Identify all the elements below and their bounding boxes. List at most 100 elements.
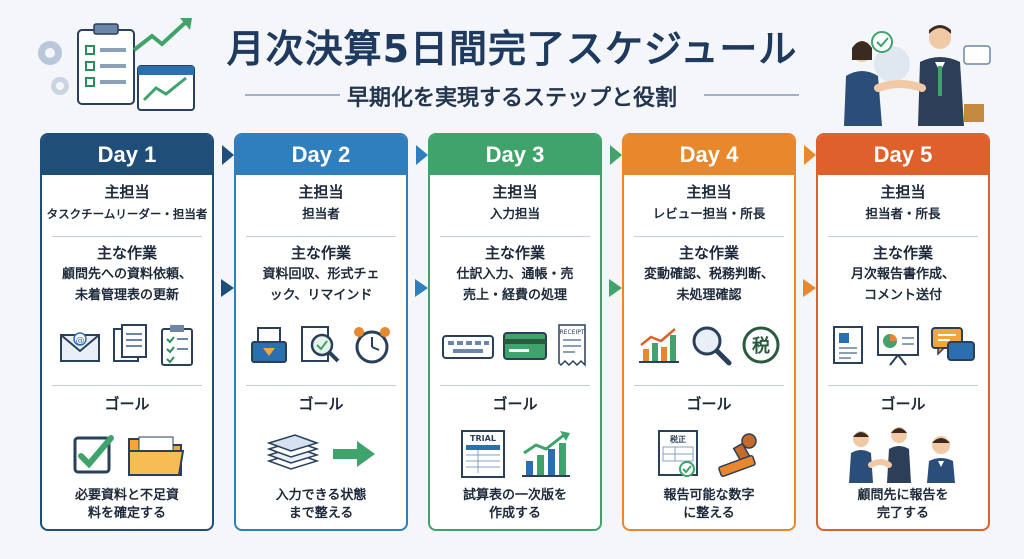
goal-label: ゴール [492,395,538,413]
day-5-header: Day 5 [818,135,988,175]
divider [634,385,784,386]
day-4-owner: レビュー担当・所長 [652,206,766,221]
paper-stack-icon [266,434,320,470]
task-label: 主な作業 [678,244,739,262]
day-2-goal-line-2: まで整える [288,506,354,521]
day-2-goal: 入力できる状態 まで整える [236,487,406,523]
day-5-goal-icons [818,425,988,483]
day-3-header: Day 3 [430,135,600,175]
stamp-icon [718,433,757,478]
day-4-task-line-1: 変動確認、税務判断、 [643,267,774,282]
day-1-task-section: 主な作業 顧問先への資料依頼、 未着管理表の更新 [42,242,212,305]
tax-form-icon: 税正 [658,430,698,477]
checkbox-icon [73,435,114,474]
arrow-right-icon [333,441,375,467]
day-2-owner-section: 主担当 担当者 [236,181,406,223]
day-2-header: Day 2 [236,135,406,175]
subtitle-line-left [245,94,340,96]
day-3-goal-line-2: 作成する [488,506,541,521]
day-2-goal-section: ゴール [236,393,406,414]
day-1-goal-line-1: 必要資料と不足資 [74,488,179,503]
divider [634,236,784,237]
document-search-icon [301,326,340,363]
day-3-goal-section: ゴール [430,393,600,414]
email-icon: @ [60,332,100,362]
day-2-task-line-2: ック、リマインド [269,288,373,303]
arrow-right-icon [804,145,816,165]
day-5-task-line-1: 月次報告書作成、 [850,267,955,282]
day-4-goal-line-2: に整える [683,506,735,521]
divider [52,385,202,386]
arrow-right-icon [222,145,234,165]
divider [440,236,590,237]
day-1-card: Day 1 主担当 タスクチームリーダー・担当者 主な作業 顧問先への資料依頼、… [40,133,214,531]
owner-label: 主担当 [104,183,150,201]
alarm-clock-icon [354,327,390,364]
day-2-goal-line-1: 入力できる状態 [275,488,367,503]
bar-chart-icon [639,328,679,363]
day-4-task-icons: 税 [624,321,794,369]
day-4-owner-section: 主担当 レビュー担当・所長 [624,181,794,223]
day-4-goal-section: ゴール [624,393,794,414]
day-4-header: Day 4 [624,135,794,175]
day-3-task-icons: RECEIPT [430,321,600,369]
goal-label: ゴール [686,395,732,413]
svg-text:@: @ [76,336,85,346]
day-3-goal-line-1: 試算表の一次版を [462,488,567,503]
owner-label: 主担当 [686,183,732,201]
arrow-right-icon [609,279,622,297]
tax-text: 税 [752,335,770,357]
day-1-goal-icons [42,425,212,483]
day-5-card: Day 5 主担当 担当者・所長 主な作業 月次報告書作成、 コメント送付 ゴー… [816,133,990,531]
day-1-task-icons: @ [42,321,212,369]
divider [52,236,202,237]
keyboard-icon [442,335,494,359]
day-4-task-line-2: 未処理確認 [676,288,742,303]
day-2-task-section: 主な作業 資料回収、形式チェ ック、リマインド [236,242,406,305]
owner-label: 主担当 [492,183,538,201]
receipt-icon: RECEIPT [558,324,586,367]
growth-chart-icon [522,431,570,477]
day-5-task-section: 主な作業 月次報告書作成、 コメント送付 [818,242,988,305]
arrow-right-icon [610,145,622,165]
divider [246,385,396,386]
divider [246,236,396,237]
report-icon [833,326,863,364]
goal-label: ゴール [298,395,344,413]
day-1-header: Day 1 [42,135,212,175]
day-1-owner: タスクチームリーダー・担当者 [46,207,208,221]
day-1-task-line-1: 顧問先への資料依頼、 [61,267,192,282]
presentation-board-icon [877,326,919,366]
day-3-goal-icons: TRIAL [430,425,600,483]
arrow-right-icon [416,145,428,165]
clipboard-chart-illustration [38,18,195,111]
trial-text: TRIAL [470,434,496,443]
day-2-owner: 担当者 [302,206,340,221]
handshake-illustration [844,25,991,126]
day-3-goal: 試算表の一次版を 作成する [430,487,600,523]
header: 月次決算5日間完了スケジュール 早期化を実現するステップと役割 [0,0,1024,126]
task-label: 主な作業 [290,244,351,262]
day-3-owner-section: 主担当 入力担当 [430,181,600,223]
day-5-task-line-2: コメント送付 [863,288,942,303]
receipt-text: RECEIPT [560,329,585,336]
owner-label: 主担当 [880,183,926,201]
divider [828,236,978,237]
day-1-task-line-2: 未着管理表の更新 [74,288,179,303]
day-3-task-line-2: 売上・経費の処理 [462,288,567,303]
inbox-download-icon [251,327,287,363]
tax-form-text: 税正 [670,434,686,444]
day-1-goal-line-2: 料を確定する [87,506,166,521]
day-2-goal-icons [236,425,406,483]
day-1-goal-section: ゴール [42,393,212,414]
page-subtitle: 早期化を実現するステップと役割 [346,86,677,111]
day-1-goal: 必要資料と不足資 料を確定する [42,487,212,523]
divider [828,385,978,386]
day-3-task-line-1: 仕訳入力、通帳・売 [456,267,574,282]
divider [440,385,590,386]
day-2-card: Day 2 主担当 担当者 主な作業 資料回収、形式チェ ック、リマインド ゴー… [234,133,408,531]
day-3-card: Day 3 主担当 入力担当 主な作業 仕訳入力、通帳・売 売上・経費の処理 R… [428,133,602,531]
checklist-clipboard-icon [161,325,193,366]
page-title: 月次決算5日間完了スケジュール [226,27,798,71]
day-5-task-icons [818,321,988,369]
